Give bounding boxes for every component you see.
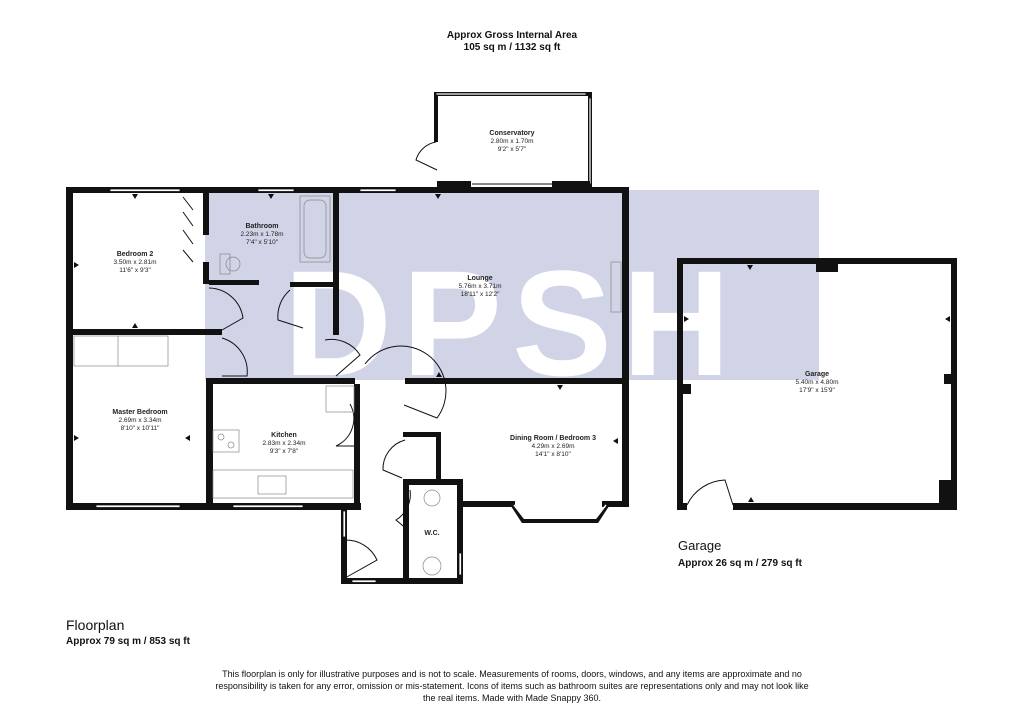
room-name: Master Bedroom	[112, 409, 167, 416]
conservatory-walls	[415, 92, 592, 188]
room-kitchen: Kitchen 2.83m x 2.34m 9'3" x 7'8"	[263, 432, 306, 455]
room-imperial: 14'1" x 8'10"	[535, 451, 571, 458]
floorplan-section-title: Floorplan	[66, 617, 125, 633]
room-metric: 2.83m x 2.34m	[263, 440, 306, 447]
room-bathroom: Bathroom 2.23m x 1.78m 7'4" x 5'10"	[241, 223, 284, 246]
watermark: DPSH	[205, 190, 819, 407]
room-metric: 3.50m x 2.81m	[114, 259, 157, 266]
room-name: Dining Room / Bedroom 3	[510, 435, 596, 442]
room-garage: Garage 5.40m x 4.80m 17'9" x 15'9"	[796, 371, 839, 394]
house-windows	[95, 188, 462, 583]
house-doors	[182, 196, 447, 579]
garage-section-area: Approx 26 sq m / 279 sq ft	[678, 558, 802, 569]
gross-area-header: Approx Gross Internal Area 105 sq m / 11…	[412, 30, 612, 54]
room-metric: 4.29m x 2.69m	[532, 443, 575, 450]
room-metric: 5.76m x 3.71m	[459, 283, 502, 290]
room-imperial: 8'10" x 10'11"	[121, 425, 160, 432]
room-lounge: Lounge 5.76m x 3.71m 18'11" x 12'2"	[459, 275, 502, 298]
room-metric: 5.40m x 4.80m	[796, 379, 839, 386]
room-bedroom2: Bedroom 2 3.50m x 2.81m 11'6" x 9'3"	[114, 251, 157, 274]
gross-area-title: Approx Gross Internal Area	[446, 30, 578, 41]
room-master-bedroom: Master Bedroom 2.69m x 3.34m 8'10" x 10'…	[112, 409, 167, 432]
garage-walls	[677, 258, 957, 510]
room-name: Garage	[805, 371, 829, 378]
room-conservatory: Conservatory 2.80m x 1.70m 9'2" x 5'7"	[489, 130, 534, 153]
room-metric: 2.69m x 3.34m	[119, 417, 162, 424]
garage-section-title: Garage	[678, 538, 722, 553]
room-name: W.C.	[424, 530, 439, 537]
room-imperial: 11'6" x 9'3"	[119, 267, 151, 274]
room-name: Kitchen	[271, 432, 297, 439]
floorplan-section-area: Approx 79 sq m / 853 sq ft	[66, 636, 190, 647]
room-name: Conservatory	[489, 130, 534, 137]
room-name: Lounge	[467, 275, 492, 282]
room-imperial: 17'9" x 15'9"	[799, 387, 835, 394]
room-imperial: 9'2" x 5'7"	[498, 146, 527, 153]
fixtures	[73, 195, 622, 576]
room-imperial: 9'3" x 7'8"	[270, 448, 299, 455]
gross-area-value: 105 sq m / 1132 sq ft	[463, 42, 561, 53]
room-imperial: 7'4" x 5'10"	[246, 239, 279, 246]
room-imperial: 18'11" x 12'2"	[461, 291, 500, 298]
room-metric: 2.80m x 1.70m	[491, 138, 534, 145]
room-name: Bathroom	[245, 223, 278, 230]
room-dining: Dining Room / Bedroom 3 4.29m x 2.69m 14…	[510, 435, 596, 458]
disclaimer-text: This floorplan is only for illustrative …	[215, 669, 809, 703]
room-wc: W.C.	[424, 530, 439, 537]
room-name: Bedroom 2	[117, 251, 154, 258]
room-metric: 2.23m x 1.78m	[241, 231, 284, 238]
